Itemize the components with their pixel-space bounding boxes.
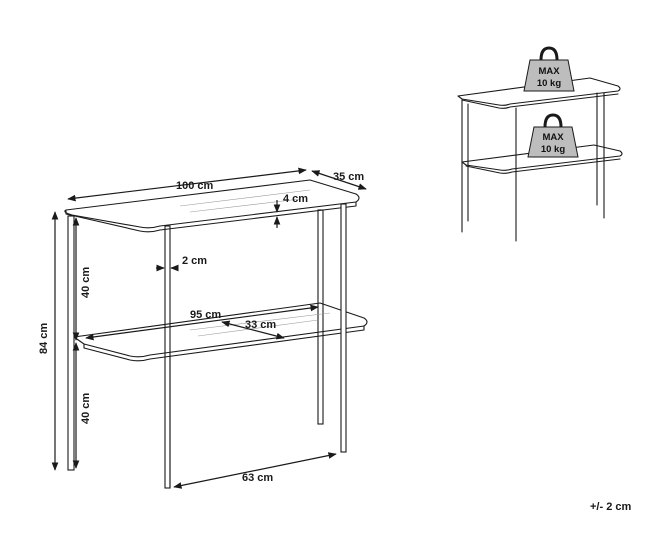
shelf-depth-label: 33 cm <box>245 319 276 331</box>
total-height-label: 84 cm <box>38 323 50 354</box>
main-table-drawing <box>64 179 368 489</box>
weight-icon-top: MAX 10 kg <box>523 46 575 92</box>
lower-height-label: 40 cm <box>80 393 92 424</box>
shelf-weight-label: 10 kg <box>541 144 565 155</box>
shelf-width-label: 95 cm <box>190 309 221 321</box>
upper-height-label: 40 cm <box>80 267 92 298</box>
top-max-label: MAX <box>538 66 560 77</box>
top-thickness-label: 4 cm <box>283 193 308 205</box>
depth-label: 35 cm <box>333 171 364 183</box>
lower-shelf <box>73 302 368 358</box>
width-label: 100 cm <box>176 180 214 192</box>
front-left-leg <box>67 215 75 471</box>
leg-thickness-label: 2 cm <box>182 255 207 267</box>
front-right-leg <box>340 203 347 453</box>
tolerance-note: +/- 2 cm <box>590 501 631 513</box>
dimension-labels: 100 cm 35 cm 4 cm 2 cm 84 cm 40 cm 40 cm… <box>38 171 364 484</box>
shelf-max-label: MAX <box>542 132 564 143</box>
dimension-lines <box>51 167 367 489</box>
weight-icon-shelf: MAX 10 kg <box>527 113 579 158</box>
leg-spread-label: 63 cm <box>242 472 273 484</box>
back-right-leg <box>317 209 324 425</box>
top-weight-label: 10 kg <box>537 78 561 89</box>
load-diagram: MAX 10 kg MAX 10 kg <box>457 46 623 242</box>
